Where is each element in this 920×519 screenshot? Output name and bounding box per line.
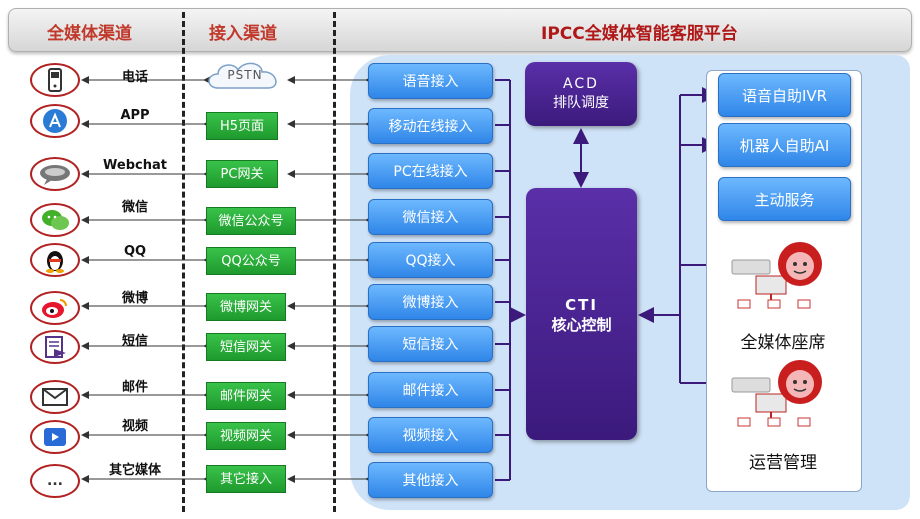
platform-other-access: 其他接入 — [368, 462, 493, 498]
sms-icon — [30, 330, 80, 364]
agent-seat-label: 全媒体座席 — [740, 333, 826, 353]
app-store-icon — [30, 104, 80, 138]
channel-label-video: 视频 — [121, 419, 148, 434]
acd-queue-box: ACD 排队调度 — [525, 62, 637, 126]
cloud-icon — [208, 62, 277, 89]
video-camera-icon — [30, 420, 80, 454]
cti-title: CTI — [565, 296, 598, 314]
channel-label-email: 邮件 — [121, 380, 148, 395]
channel-label-app: APP — [120, 108, 150, 123]
access-pc-gateway: PC网关 — [206, 160, 278, 188]
platform-video-access: 视频接入 — [368, 417, 493, 453]
access-video-gateway: 视频网关 — [206, 422, 286, 450]
header-access-channels: 接入渠道 — [209, 24, 277, 44]
access-pstn: PSTN — [227, 68, 263, 82]
cti-core-box: CTI 核心控制 — [526, 188, 637, 440]
platform-wechat-access: 微信接入 — [368, 199, 493, 235]
platform-sms-access: 短信接入 — [368, 326, 493, 362]
channel-label-other: 其它媒体 — [108, 463, 161, 478]
header-platform-title: IPCC全媒体智能客服平台 — [541, 24, 738, 44]
envelope-icon — [30, 380, 80, 414]
header-bar: 全媒体渠道 接入渠道 IPCC全媒体智能客服平台 — [8, 8, 912, 52]
weibo-icon — [30, 291, 80, 325]
service-robot-ai: 机器人自助AI — [718, 123, 851, 167]
chat-bubble-icon — [30, 157, 80, 191]
platform-mobile-online-access: 移动在线接入 — [368, 108, 493, 144]
operations-label: 运营管理 — [749, 453, 817, 473]
channel-label-webchat: Webchat — [103, 158, 167, 173]
channel-label-sms: 短信 — [121, 334, 148, 349]
access-h5-page: H5页面 — [206, 112, 278, 140]
channel-label-qq: QQ — [123, 244, 147, 259]
operations-illustration — [728, 358, 838, 428]
channel-label-phone: 电话 — [121, 70, 148, 85]
access-qq-official: QQ公众号 — [206, 247, 296, 275]
access-other: 其它接入 — [206, 465, 286, 493]
agent-seat-illustration — [728, 240, 838, 310]
platform-pc-online-access: PC在线接入 — [368, 153, 493, 189]
service-proactive: 主动服务 — [718, 177, 851, 221]
access-email-gateway: 邮件网关 — [206, 382, 286, 410]
service-ivr: 语音自助IVR — [718, 73, 851, 117]
qq-penguin-icon — [30, 243, 80, 277]
operator-headset-icon — [731, 360, 822, 427]
access-wechat-official: 微信公众号 — [206, 207, 296, 235]
platform-voice-access: 语音接入 — [368, 63, 493, 99]
channel-label-weibo: 微博 — [121, 291, 148, 306]
platform-qq-access: QQ接入 — [368, 242, 493, 278]
agent-headset-icon — [731, 242, 822, 309]
access-weibo-gateway: 微博网关 — [206, 293, 286, 321]
acd-subtitle: 排队调度 — [553, 95, 609, 111]
header-media-channels: 全媒体渠道 — [47, 24, 132, 44]
wechat-icon — [30, 203, 80, 237]
pstn-cloud: PSTN — [204, 58, 286, 94]
cti-subtitle: 核心控制 — [551, 316, 612, 334]
ellipsis-icon: ... — [30, 464, 80, 498]
mobile-phone-icon — [30, 63, 80, 97]
access-sms-gateway: 短信网关 — [206, 333, 286, 361]
platform-email-access: 邮件接入 — [368, 372, 493, 408]
acd-title: ACD — [563, 76, 599, 92]
channel-label-wechat: 微信 — [121, 200, 148, 215]
platform-weibo-access: 微博接入 — [368, 284, 493, 320]
